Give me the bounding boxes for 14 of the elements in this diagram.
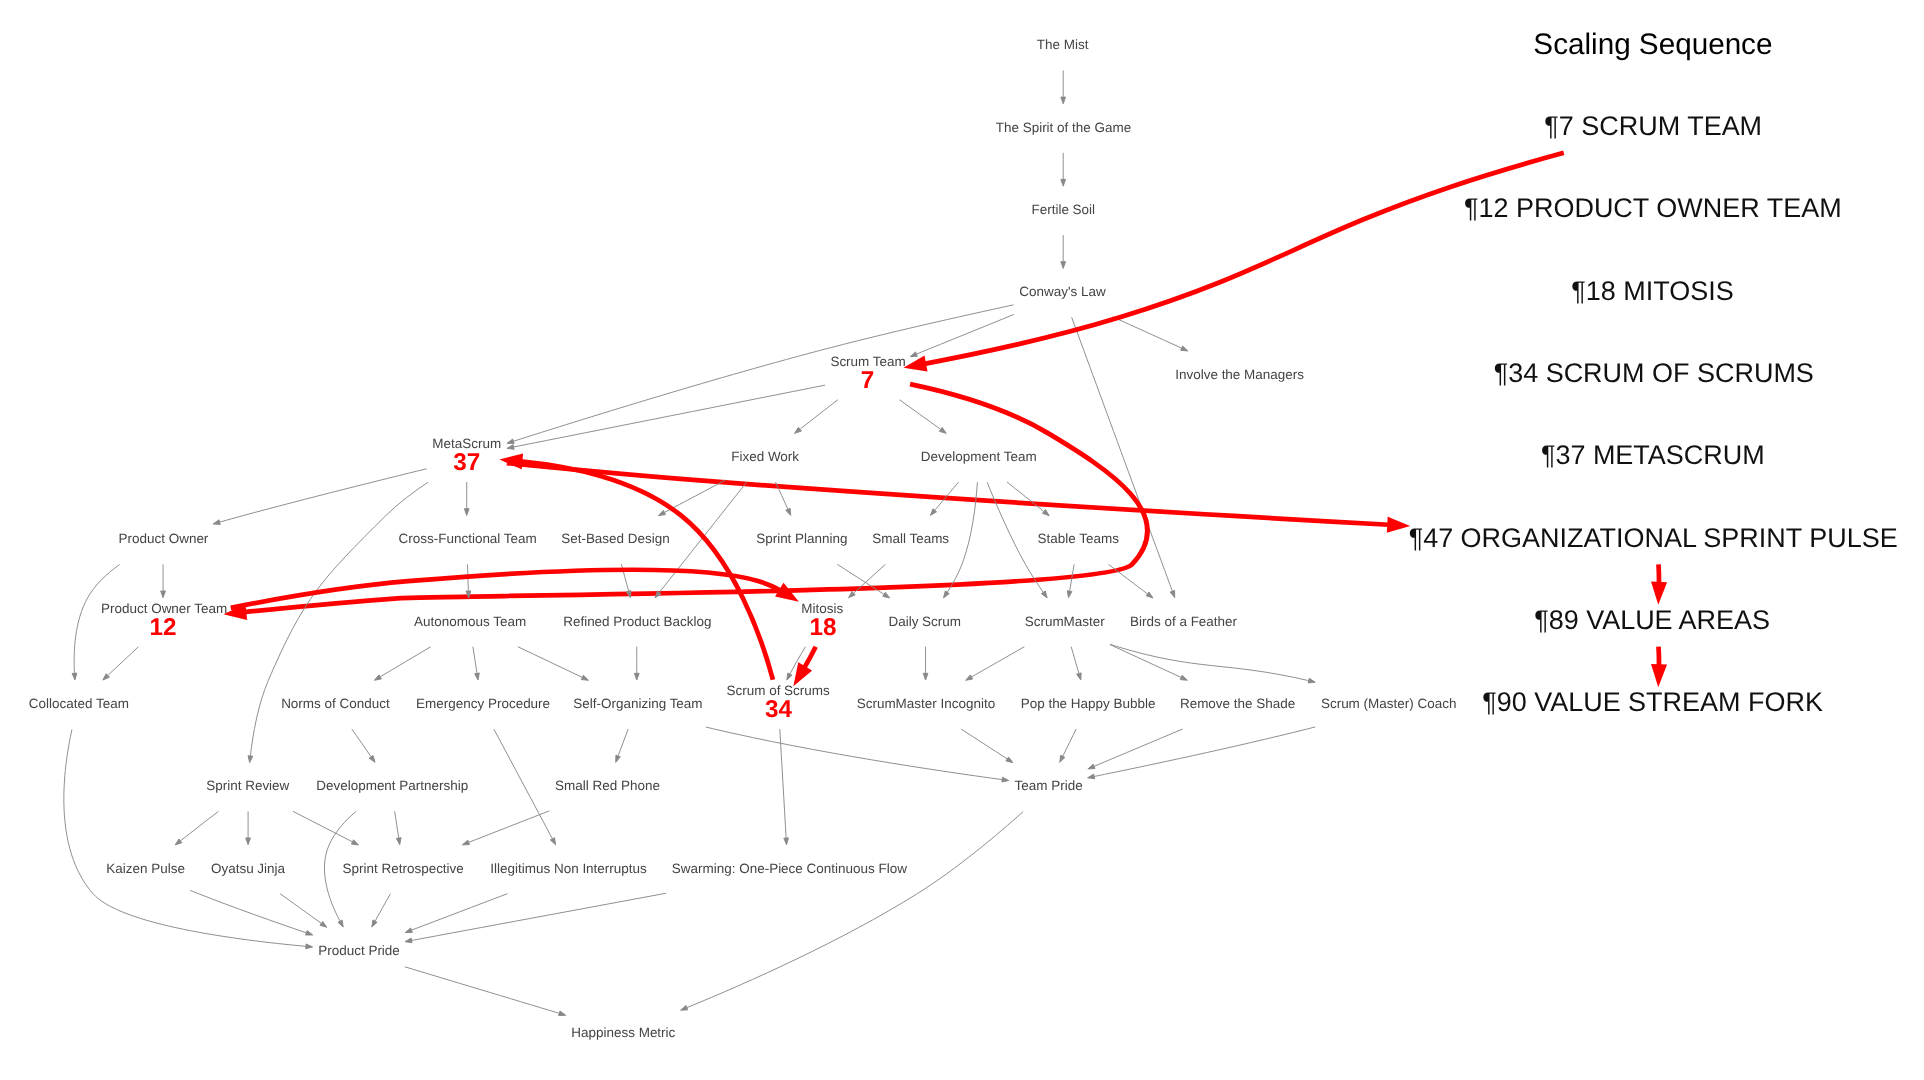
node-label: 12 xyxy=(148,613,176,642)
node-text: ¶90 VALUE STREAM FORK xyxy=(1481,687,1822,718)
node-text: ¶37 METASCRUM xyxy=(1539,440,1764,471)
node-text: ¶89 VALUE AREAS xyxy=(1533,605,1770,636)
node-text: ¶47 ORGANIZATIONAL SPRINT PULSE xyxy=(1407,522,1897,553)
node-label: 18 xyxy=(808,613,836,642)
node-label: 7 xyxy=(859,366,874,395)
node-label: 37 xyxy=(452,448,480,477)
node-label: 34 xyxy=(763,695,791,724)
node-text: ¶12 PRODUCT OWNER TEAM xyxy=(1463,193,1841,224)
node-text: ¶34 SCRUM OF SCRUMS xyxy=(1492,358,1813,389)
node-text: ¶18 MITOSIS xyxy=(1570,275,1733,306)
node-text: ¶7 SCRUM TEAM xyxy=(1543,111,1762,142)
label: Scaling Sequence xyxy=(1532,29,1772,62)
